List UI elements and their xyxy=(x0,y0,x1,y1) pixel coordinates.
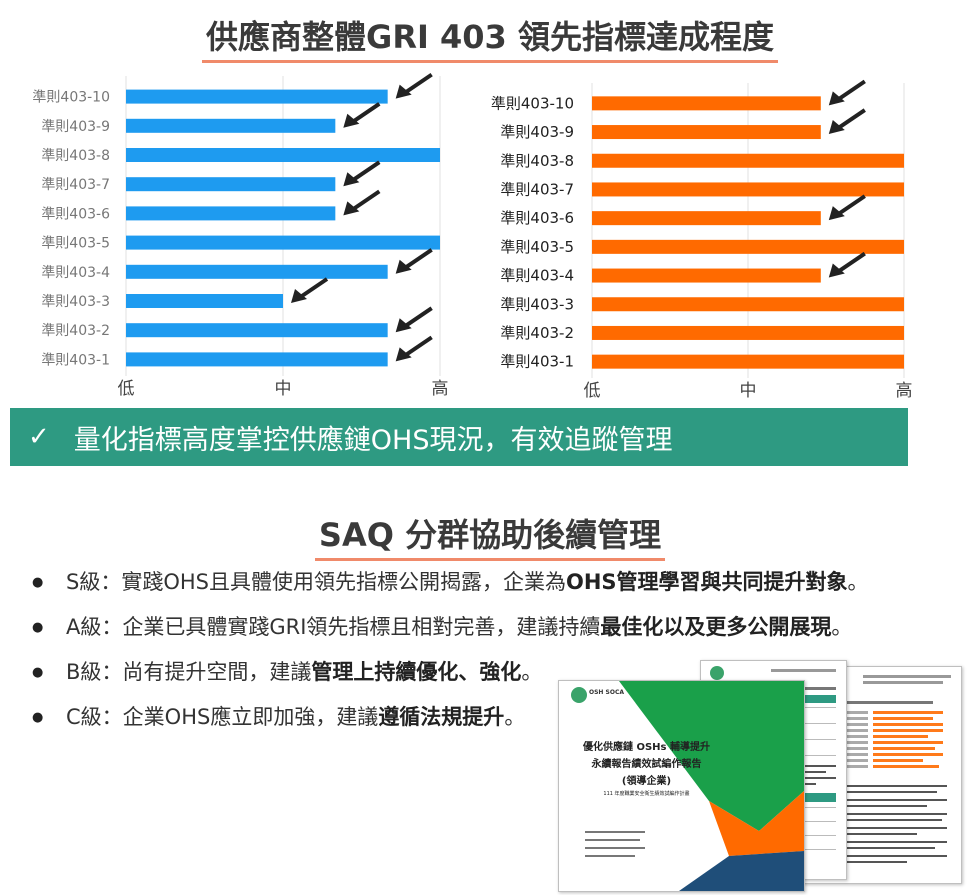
cover-subtitle: 111 年度職業安全衛生績效試編作計畫 xyxy=(603,791,690,797)
cover-title-line2: 永續報告績效試編作報告 xyxy=(591,759,702,770)
pointer-arrow xyxy=(343,160,381,187)
category-label: 準則403-1 xyxy=(41,352,110,368)
saq-section-title: SAQ 分群協助後續管理 xyxy=(0,510,980,561)
category-label: 準則403-6 xyxy=(500,209,574,227)
pointer-arrow xyxy=(828,108,866,135)
banner-text: 量化指標高度掌控供應鏈OHS現況，有效追蹤管理 xyxy=(73,424,673,456)
x-tick-label: 高 xyxy=(432,379,449,399)
pointer-arrow xyxy=(291,277,329,303)
right-bar-chart: 準則403-10 準則403-9 準則403-8 準則403-7 準則403-6 準則40… xyxy=(491,79,913,401)
category-label: 準則403-2 xyxy=(41,323,110,339)
pointer-arrow xyxy=(395,72,433,99)
category-label: 準則403-7 xyxy=(41,177,110,193)
category-label: 準則403-10 xyxy=(491,94,574,112)
x-tick-label: 高 xyxy=(896,381,913,401)
category-label: 準則403-1 xyxy=(500,353,574,371)
category-label: 準則403-3 xyxy=(41,294,110,310)
bar xyxy=(592,268,821,283)
pointer-arrow xyxy=(343,189,381,216)
pointer-arrow xyxy=(395,306,433,333)
check-icon: ✓ xyxy=(28,422,50,452)
cover-title-line1: 優化供應鏈 OSHs 輔導提升 xyxy=(583,742,710,753)
category-label: 準則403-4 xyxy=(41,265,110,281)
bar xyxy=(126,294,283,308)
bar xyxy=(126,148,440,162)
bar xyxy=(592,211,821,226)
x-tick-label: 低 xyxy=(584,381,601,401)
category-label: 準則403-10 xyxy=(32,90,110,106)
bar xyxy=(126,352,388,367)
category-label: 準則403-8 xyxy=(500,152,574,170)
grade-c-item: C級：企業OHS應立即加強，建議遵循法規提升。 xyxy=(30,695,975,740)
bar xyxy=(592,153,904,168)
bar xyxy=(592,125,821,140)
bar xyxy=(592,239,904,254)
left-bar-chart: 準則403-10 準則403-9 準則403-8 準則403-7 準則403-6 準則40… xyxy=(32,72,449,399)
chart-section-title: 供應商整體GRI 403 領先指標達成程度 xyxy=(0,12,980,63)
category-label: 準則403-8 xyxy=(41,148,110,164)
bar xyxy=(126,323,388,338)
pointer-arrow xyxy=(395,335,433,362)
grade-s-item: S級：實踐OHS且具體使用領先指標公開揭露，企業為OHS管理學習與共同提升對象。 xyxy=(30,560,975,605)
bar xyxy=(126,118,336,133)
cover-title-line3: (領導企業) xyxy=(621,776,672,787)
category-label: 準則403-2 xyxy=(500,324,574,342)
grade-b-item: B級：尚有提升空間，建議管理上持續優化、強化。 xyxy=(30,650,975,695)
x-tick-label: 低 xyxy=(118,379,135,399)
x-tick-label: 中 xyxy=(740,381,757,401)
pointer-arrow xyxy=(828,251,866,278)
category-label: 準則403-7 xyxy=(500,180,574,198)
bar xyxy=(592,325,904,340)
report-cover: OSH SOCA 優化供應鏈 OSHs 輔導提升 永續報告績效試編作報告 (領導… xyxy=(558,680,805,892)
bar xyxy=(592,96,821,111)
grade-list: S級：實踐OHS且具體使用領先指標公開揭露，企業為OHS管理學習與共同提升對象。… xyxy=(30,560,975,740)
category-label: 準則403-3 xyxy=(500,295,574,313)
pointer-arrow xyxy=(343,102,381,128)
grade-a-item: A級：企業已具體實踐GRI領先指標且相對完善，建議持續最佳化以及更多公開展現。 xyxy=(30,605,975,650)
bar xyxy=(126,177,336,192)
pointer-arrow xyxy=(395,248,433,274)
category-label: 準則403-5 xyxy=(41,236,110,252)
bar xyxy=(592,354,904,369)
summary-banner: ✓ 量化指標高度掌控供應鏈OHS現況，有效追蹤管理 xyxy=(10,408,908,466)
category-label: 準則403-9 xyxy=(41,119,110,135)
x-tick-label: 中 xyxy=(275,379,292,399)
bar xyxy=(126,264,388,279)
category-label: 準則403-4 xyxy=(500,267,574,285)
bar xyxy=(126,235,440,250)
bar xyxy=(592,182,904,197)
pointer-arrow xyxy=(828,79,866,106)
category-label: 準則403-9 xyxy=(500,123,574,141)
bar xyxy=(126,206,336,221)
category-label: 準則403-6 xyxy=(41,206,110,222)
category-label: 準則403-5 xyxy=(500,238,574,256)
cover-logo: OSH SOCA xyxy=(589,689,625,696)
bar xyxy=(592,297,904,312)
bar xyxy=(126,89,388,104)
pointer-arrow xyxy=(828,194,866,221)
